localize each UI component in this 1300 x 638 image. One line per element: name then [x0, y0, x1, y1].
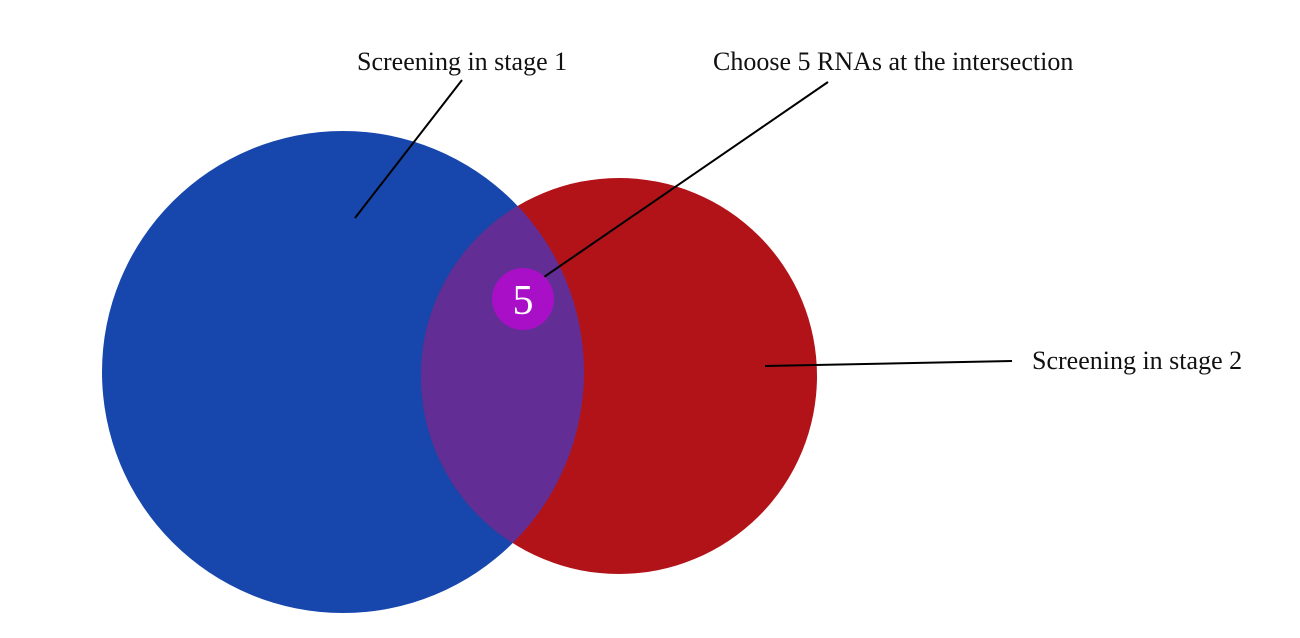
label-stage-1: Screening in stage 1	[357, 47, 567, 76]
label-stage-2: Screening in stage 2	[1032, 346, 1242, 375]
label-intersection: Choose 5 RNAs at the intersection	[713, 47, 1073, 76]
leader-line-stage-2	[764, 360, 1013, 367]
intersection-count: 5	[513, 278, 534, 324]
leader-line-intersection	[527, 81, 829, 289]
intersection-count-marker	[492, 268, 554, 330]
leader-line-stage-1	[354, 79, 463, 219]
